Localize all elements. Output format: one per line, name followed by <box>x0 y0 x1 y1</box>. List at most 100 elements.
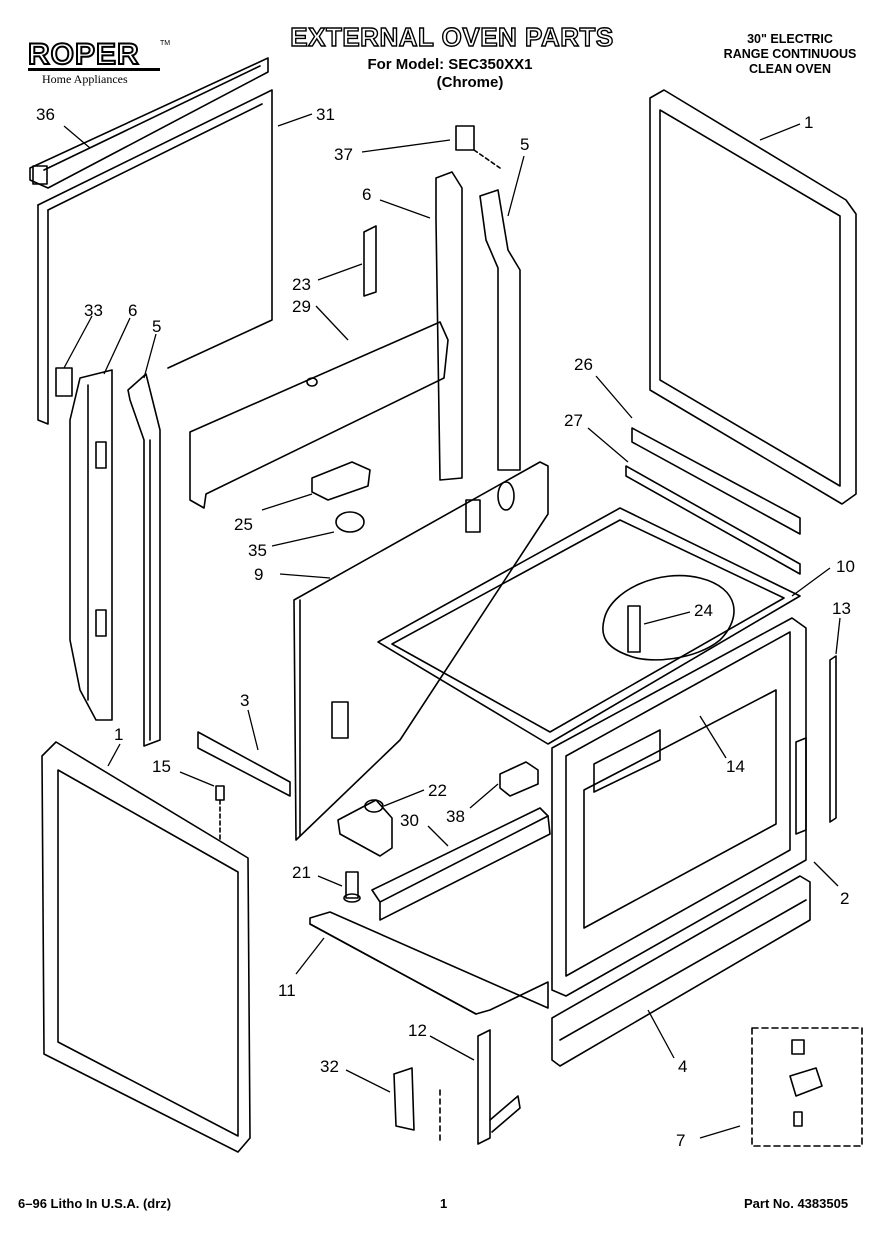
callout-2: 2 <box>840 889 849 908</box>
callout-21: 21 <box>292 863 311 882</box>
leader-24 <box>643 611 691 625</box>
brand-trademark: TM <box>160 40 171 47</box>
part-14-front-panel <box>551 617 807 997</box>
part-5-left-channel <box>127 373 161 747</box>
leader-29 <box>315 305 349 341</box>
brand-subtitle: Home Appliances <box>42 72 128 86</box>
leader-11 <box>295 937 325 975</box>
leader-6-left <box>103 317 131 375</box>
leader-35 <box>271 531 335 547</box>
range-description: 30" ELECTRIC RANGE CONTINUOUS CLEAN OVEN <box>700 32 880 77</box>
callout-5-left: 5 <box>152 317 161 336</box>
part-6-right-side <box>435 171 463 481</box>
footer-part-number: Part No. 4383505 <box>744 1196 849 1211</box>
part-29-front-frame <box>189 321 449 509</box>
callout-1-left: 1 <box>114 725 123 744</box>
leader-27 <box>587 427 629 463</box>
callout-14: 14 <box>726 757 745 776</box>
callout-25: 25 <box>234 515 253 534</box>
footer-page-number: 1 <box>440 1196 448 1211</box>
part-5-right-channel <box>479 189 521 471</box>
leader-37 <box>361 139 451 153</box>
leader-7 <box>699 1125 741 1139</box>
part-3-rail <box>197 731 291 797</box>
callout-32: 32 <box>320 1057 339 1076</box>
callout-30: 30 <box>400 811 419 830</box>
brand-logo: ROPER <box>27 37 140 72</box>
part-15-screw <box>215 785 225 841</box>
part-7-hardware-kit <box>751 1027 863 1147</box>
brand-rule <box>28 68 160 71</box>
callout-27: 27 <box>564 411 583 430</box>
part-6-left-side <box>69 369 113 721</box>
callout-26: 26 <box>574 355 593 374</box>
callout-5-right: 5 <box>520 135 529 154</box>
leader-1-left <box>107 743 121 767</box>
part-33-bracket <box>55 367 73 397</box>
part-38-block <box>499 761 539 797</box>
leader-13 <box>835 617 841 655</box>
leader-4 <box>647 1009 675 1059</box>
callout-33: 33 <box>84 301 103 320</box>
leader-1-right <box>759 123 801 141</box>
callout-36: 36 <box>36 105 55 124</box>
leader-14 <box>699 715 727 759</box>
part-1-right-frame <box>649 89 857 505</box>
part-24-element <box>602 574 735 661</box>
part-11-bottom-plate <box>309 911 549 1015</box>
leader-5-right <box>507 155 525 217</box>
callout-11: 11 <box>278 981 296 1000</box>
leader-3 <box>247 709 259 751</box>
part-32-clip <box>393 1067 441 1145</box>
range-line-1: 30" ELECTRIC <box>747 32 833 46</box>
model-line: For Model: SEC350XX1 <box>367 56 533 73</box>
leader-38 <box>469 783 499 809</box>
part-12-bracket <box>477 1029 521 1145</box>
leader-36 <box>63 125 91 149</box>
leader-10 <box>791 567 831 597</box>
callout-3: 3 <box>240 691 249 710</box>
part-1-left-frame <box>41 741 251 1153</box>
range-line-2: RANGE CONTINUOUS <box>723 47 857 61</box>
callout-31: 31 <box>316 105 335 124</box>
leader-12 <box>429 1035 475 1061</box>
callout-24: 24 <box>694 601 713 620</box>
duct-connector <box>337 799 393 857</box>
leader-21 <box>317 875 343 887</box>
part-37-clip <box>455 125 501 169</box>
callout-29: 29 <box>292 297 311 316</box>
footer-litho: 6–96 Litho In U.S.A. (drz) <box>18 1196 172 1211</box>
part-31-rear-panel <box>37 89 273 425</box>
callout-22: 22 <box>428 781 447 800</box>
part-35-switch <box>335 511 365 533</box>
part-4-kick-panel <box>551 875 811 1067</box>
part-2-trim <box>795 737 807 835</box>
part-36-top-trim <box>29 57 269 189</box>
part-10-oven-bottom <box>377 507 801 745</box>
callout-37: 37 <box>334 145 353 164</box>
leader-33 <box>63 315 93 369</box>
callout-23: 23 <box>292 275 311 294</box>
callout-12: 12 <box>408 1021 427 1040</box>
callout-6-left: 6 <box>128 301 137 320</box>
callout-15: 15 <box>152 757 171 776</box>
model-info: For Model: SEC350XX1 (Chrome) <box>300 56 600 92</box>
part-13-strip <box>829 655 837 823</box>
callout-13: 13 <box>832 599 851 618</box>
part-23-bracket <box>363 225 377 297</box>
callout-4: 4 <box>678 1057 687 1076</box>
part-9-side-panel <box>293 461 549 841</box>
callout-38: 38 <box>446 807 465 826</box>
leader-6-right <box>379 199 431 219</box>
leader-32 <box>345 1069 391 1093</box>
callout-9: 9 <box>254 565 263 584</box>
part-26-rail <box>631 427 801 535</box>
leader-2 <box>813 861 839 887</box>
leader-22 <box>383 789 425 807</box>
leader-5-left <box>143 333 157 379</box>
diagram-title: EXTERNAL OVEN PARTS <box>290 21 614 52</box>
leader-23 <box>317 263 363 281</box>
part-30-bracket <box>371 807 551 921</box>
